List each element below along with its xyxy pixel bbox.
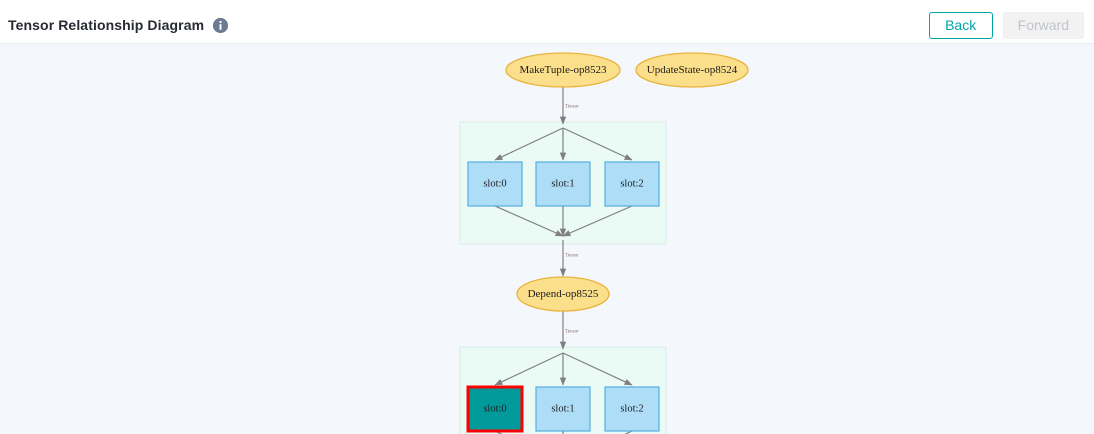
graph-edge	[494, 127, 564, 161]
slot-box-selected[interactable]	[466, 385, 524, 433]
operator-node[interactable]	[635, 52, 749, 88]
slot-box[interactable]	[535, 161, 591, 207]
graph-svg	[459, 52, 749, 434]
title-group: Tensor Relationship Diagram	[8, 6, 229, 44]
header-actions: Back Forward	[928, 6, 1084, 44]
graph-edge	[562, 205, 633, 237]
operator-node[interactable]	[516, 276, 610, 312]
page-header: Tensor Relationship Diagram Back Forward	[0, 6, 1094, 44]
slot-box[interactable]	[535, 386, 591, 432]
top-strip	[0, 0, 1094, 6]
graph-edge	[562, 352, 633, 386]
page-title: Tensor Relationship Diagram	[8, 17, 205, 33]
back-button[interactable]: Back	[928, 11, 993, 39]
slot-box[interactable]	[604, 161, 660, 207]
graph-edge	[562, 127, 633, 161]
slot-box[interactable]	[604, 386, 660, 432]
info-circle-icon[interactable]	[213, 17, 229, 33]
graph-edge	[494, 205, 564, 237]
forward-button: Forward	[1002, 11, 1084, 39]
operator-node[interactable]	[505, 52, 621, 88]
graph-edge	[494, 352, 564, 386]
slot-box[interactable]	[467, 161, 523, 207]
